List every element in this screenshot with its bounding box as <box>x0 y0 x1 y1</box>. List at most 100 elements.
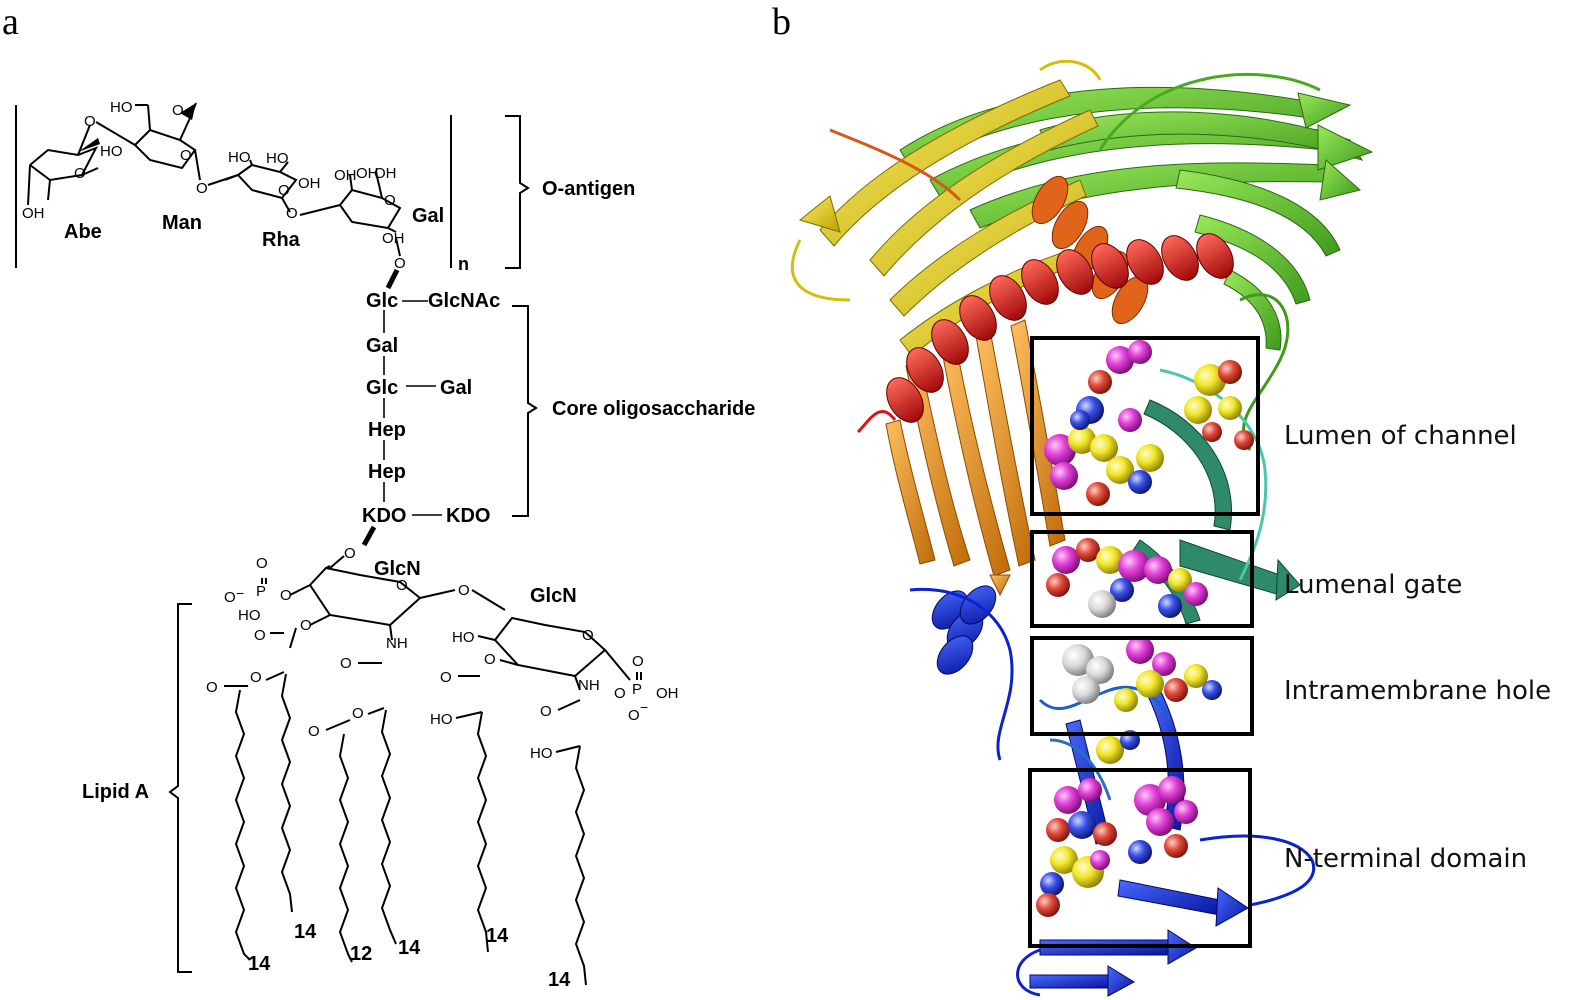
residue-spheres <box>1036 340 1254 917</box>
glcn2-ho: HO <box>452 629 475 646</box>
abe-ring-o: O <box>74 165 86 182</box>
abe-o-link: O <box>84 113 96 130</box>
rha-ring-o: O <box>278 182 290 199</box>
protein-structure: Lumen of channel Lumenal gate Intramembr… <box>790 59 1551 997</box>
gal-ring-o: O <box>384 192 396 209</box>
man-ring: HO HO O O O <box>100 99 208 197</box>
orange-loop <box>829 128 962 202</box>
glcn2-nh: NH <box>578 677 600 694</box>
label-lumen-of-channel: Lumen of channel <box>1284 421 1517 451</box>
core-glcnac: GlcNAc <box>428 290 500 312</box>
glcn1-amide-o: O <box>340 655 352 672</box>
lipid-a-label: Lipid A <box>82 781 149 803</box>
chain-length-4: 14 <box>398 937 421 959</box>
chain-length-5: 14 <box>486 925 509 947</box>
rha-ho: HO <box>228 149 251 166</box>
repeat-n: n <box>458 254 469 274</box>
wedge-kdo <box>361 525 377 547</box>
p2-oh: OH <box>656 685 679 702</box>
core-brace <box>512 305 538 517</box>
blue-loop-5 <box>1049 738 1112 801</box>
abe-label: Abe <box>64 221 102 243</box>
man-o-link: O <box>196 180 208 197</box>
box-lumenal-gate <box>1030 530 1254 628</box>
p2-o-bottom: O <box>628 707 640 724</box>
p1-minus: − <box>236 585 244 601</box>
o-antigen-brace <box>505 115 530 269</box>
acyl-chain-3 <box>338 733 353 963</box>
glcn1-ring-o: O <box>396 577 408 594</box>
core-gal-2: Gal <box>440 377 472 399</box>
panel-a-letter: a <box>2 1 19 43</box>
glcn2-ho-chain-2: HO <box>530 745 553 762</box>
p2-p: P <box>632 681 642 698</box>
man-ring-o: O <box>180 147 192 164</box>
glcn-label-2: GlcN <box>530 585 577 607</box>
teal-region <box>1131 399 1301 625</box>
rha-o-link: O <box>286 205 298 222</box>
core-gal-1: Gal <box>366 335 398 357</box>
acyl-ester-o-2: O <box>352 705 364 722</box>
label-intramembrane-hole: Intramembrane hole <box>1284 676 1551 706</box>
p1-o-left: O <box>224 589 236 606</box>
gal-label: Gal <box>412 205 444 227</box>
acyl-carbonyl-o-2: O <box>308 723 320 740</box>
gal-oh-bottom: OH <box>382 230 405 247</box>
acyl-carbonyl-o-1: O <box>206 679 218 696</box>
chain-length-6: 14 <box>548 969 571 991</box>
core-hep-1: Hep <box>368 419 406 441</box>
p1-p: P <box>256 583 266 600</box>
p2-minus: − <box>640 699 648 715</box>
green-loop <box>1098 73 1321 151</box>
p2-o-link: O <box>614 685 626 702</box>
core-label: Core oligosaccharide <box>552 398 755 420</box>
glcn1-ester-o: O <box>300 617 312 634</box>
man-o-methyl: O <box>172 102 184 119</box>
core-kdo-2: KDO <box>446 505 490 527</box>
rha-label: Rha <box>262 229 301 251</box>
yellow-loop <box>790 239 851 302</box>
green-loop-2 <box>1239 293 1290 451</box>
gal-ring: OH OH OH O OH <box>334 165 405 247</box>
gal-oh-ring: OH <box>374 165 397 182</box>
box-intramembrane-hole <box>1030 636 1254 736</box>
glcn-link-o: O <box>458 582 470 599</box>
gal-oh-left: OH <box>334 167 357 184</box>
man-ho-top: HO <box>110 99 133 116</box>
acyl-chain-6 <box>574 745 587 986</box>
p1-ho: HO <box>238 607 261 624</box>
core-hep-2: Hep <box>368 461 406 483</box>
phosphate-2: O P O OH O − <box>614 653 679 724</box>
label-lumenal-gate: Lumenal gate <box>1284 570 1462 600</box>
blue-loop-3 <box>1016 948 1041 997</box>
p1-o-link: O <box>280 587 292 604</box>
glcn-ring-1: O <box>289 565 422 641</box>
lipid-a-brace <box>168 603 192 973</box>
glcn2-ring-o: O <box>582 627 594 644</box>
acyl-chain-2 <box>280 673 293 913</box>
glcn1-nh: NH <box>386 635 408 652</box>
acyl-chain-1 <box>234 689 251 961</box>
gal-oh-top: OH <box>356 165 379 182</box>
glcn-ring-2: O <box>477 616 631 691</box>
chain-length-2: 14 <box>294 921 317 943</box>
abe-oh: OH <box>22 205 45 222</box>
box-n-terminal-domain <box>1028 768 1252 948</box>
glcn2-carbonyl-o: O <box>440 669 452 686</box>
blue-loop <box>909 587 1014 761</box>
wedge-glc <box>385 268 400 290</box>
helix-red <box>886 233 1234 423</box>
core-glc-1: Glc <box>366 290 398 312</box>
chain-length-3: 12 <box>350 943 372 965</box>
glcn-label-1: GlcN <box>374 558 421 580</box>
kdo-o-link: O <box>344 545 356 562</box>
red-loop <box>856 410 897 434</box>
chain-length-1: 14 <box>248 953 271 975</box>
acyl-chain-5 <box>476 711 489 953</box>
glcn2-ho-chain: HO <box>430 711 453 728</box>
man-ho: HO <box>100 143 123 160</box>
abe-ring: OH O O <box>22 113 100 222</box>
blue-loop-4 <box>1038 685 1172 721</box>
rha-oh-top: HO <box>266 150 289 167</box>
